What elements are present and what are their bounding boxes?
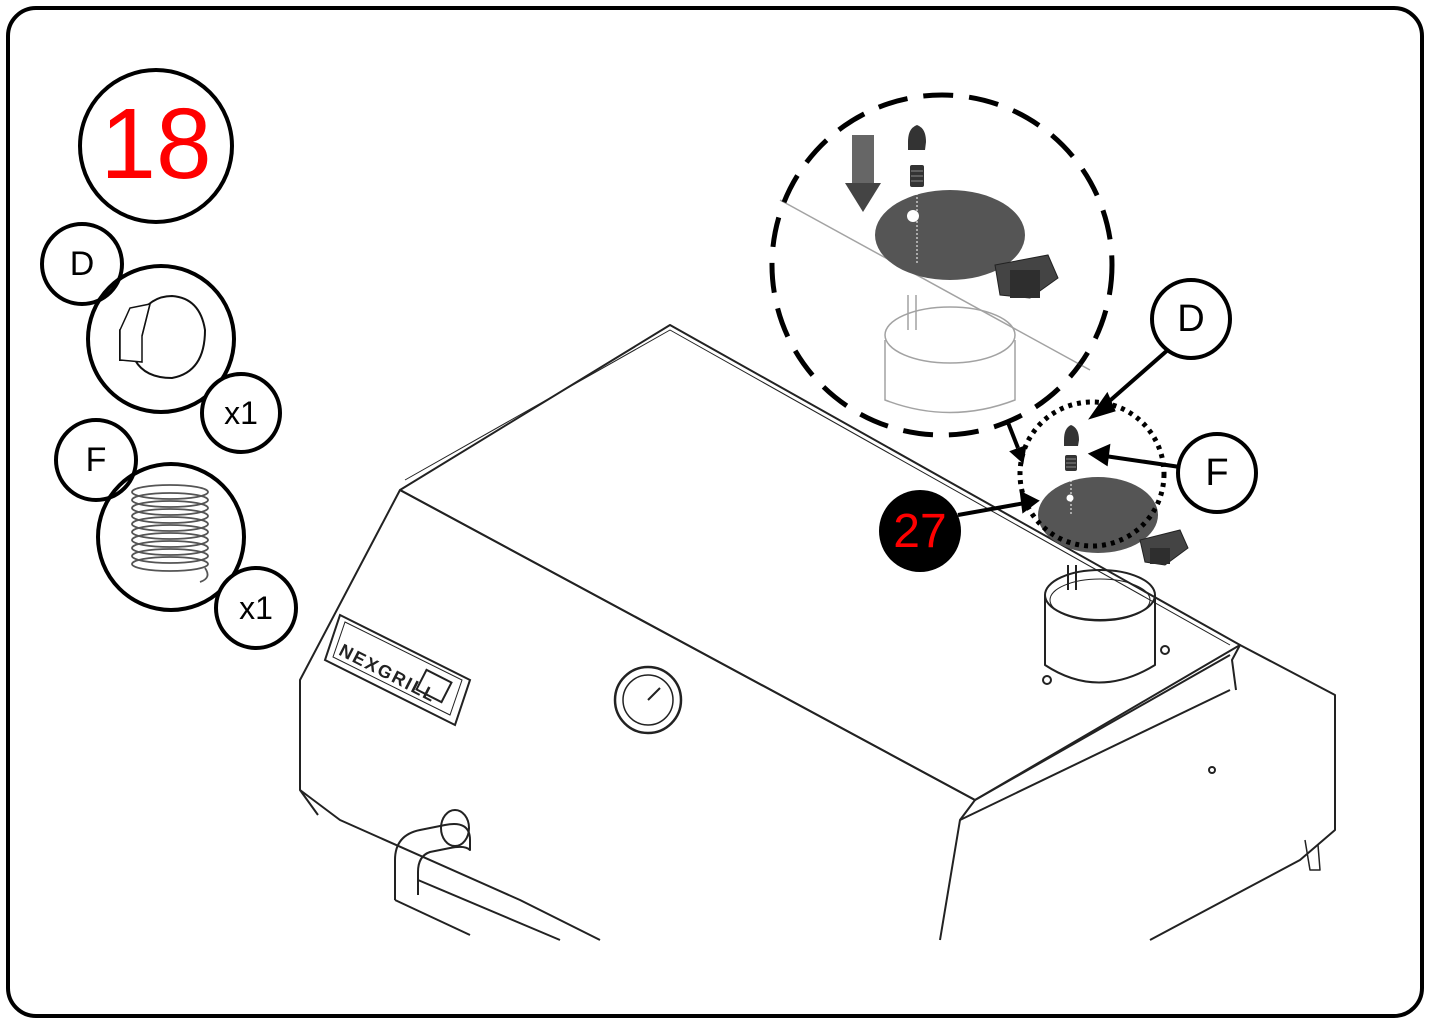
step-number: 18 xyxy=(100,88,212,200)
part-27-number: 27 xyxy=(893,504,947,558)
detail-ring-small xyxy=(1017,399,1167,549)
step-number-badge: 18 xyxy=(78,68,234,224)
part-f-quantity-badge: x1 xyxy=(214,566,298,650)
part-d-letter: D xyxy=(69,244,95,283)
part-f-quantity: x1 xyxy=(239,589,273,626)
temperature-gauge-icon xyxy=(613,665,683,735)
callout-d-badge: D xyxy=(1150,278,1232,360)
callout-d-label: D xyxy=(1177,297,1205,340)
part-d-icon-ring xyxy=(86,264,236,414)
callout-f-badge: F xyxy=(1176,432,1258,514)
instruction-frame xyxy=(6,6,1424,1018)
brand-badge xyxy=(323,613,472,727)
part-d-quantity-badge: x1 xyxy=(200,372,282,454)
magnified-detail xyxy=(769,92,1115,438)
part-f-letter: F xyxy=(85,440,107,479)
part-f-icon-ring xyxy=(96,462,246,612)
part-d-quantity: x1 xyxy=(224,394,258,431)
callout-f-label: F xyxy=(1205,451,1229,494)
part-27-callout: 27 xyxy=(879,490,961,572)
grill-body xyxy=(299,324,1336,941)
leader-lines xyxy=(957,346,1181,517)
